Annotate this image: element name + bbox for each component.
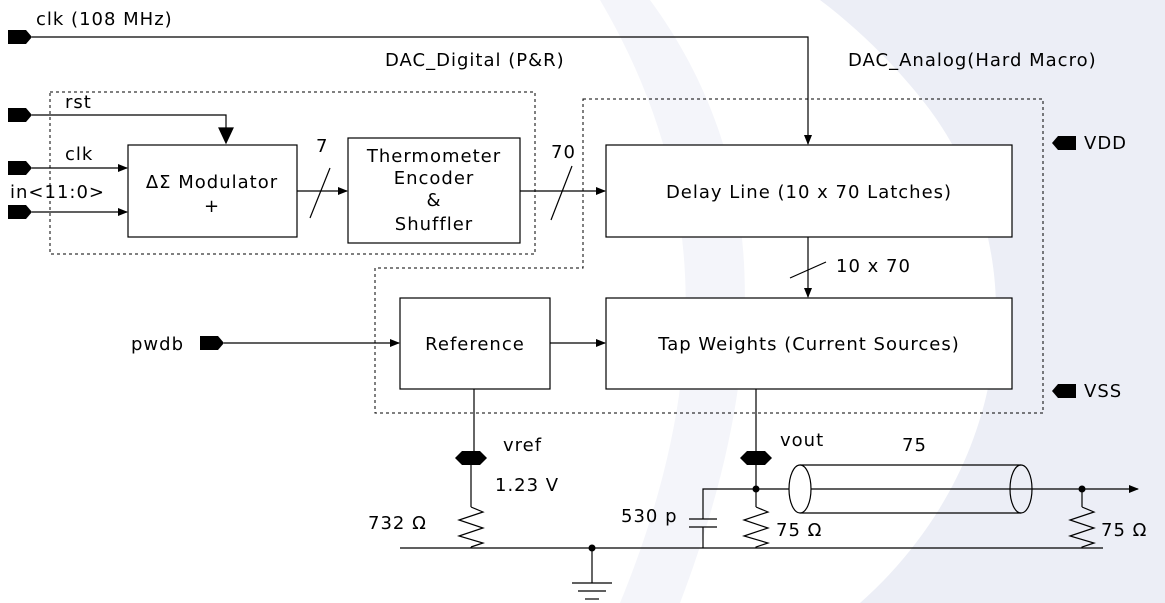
clk-main-label: clk (108 MHz) xyxy=(36,9,173,30)
transmission-line xyxy=(788,464,1033,514)
line-impedance-label: 75 xyxy=(902,435,927,456)
vref-label: vref xyxy=(503,435,542,456)
r-load-label: 75 Ω xyxy=(1101,520,1147,541)
delay-line-block xyxy=(605,144,1013,238)
dac-analog-region xyxy=(374,98,1044,414)
delay-line-label: Delay Line (10 x 70 Latches) xyxy=(666,182,952,203)
dac-digital-label: DAC_Digital (P&R) xyxy=(385,50,565,71)
thermometer-encoder-block xyxy=(347,137,521,244)
modulator-plus: + xyxy=(204,196,220,217)
reference-label: Reference xyxy=(425,334,525,355)
pin-pwdb[interactable] xyxy=(200,336,224,350)
pwdb-label: pwdb xyxy=(131,334,184,355)
pin-vss[interactable] xyxy=(1052,384,1076,398)
pin-vdd[interactable] xyxy=(1052,136,1076,150)
pin-vref[interactable] xyxy=(455,451,487,465)
modulator-label: ΔΣ Modulator xyxy=(146,172,278,193)
r-ref-label: 732 Ω xyxy=(368,513,427,534)
vss-label: VSS xyxy=(1084,381,1122,402)
vout-label: vout xyxy=(780,430,824,451)
reference-block xyxy=(399,297,551,390)
r-src-label: 75 Ω xyxy=(776,520,822,541)
junction-dots xyxy=(588,485,1086,552)
thermo-label-4: Shuffler xyxy=(395,214,473,235)
rst-label: rst xyxy=(65,92,92,113)
pin-clk-main[interactable] xyxy=(8,30,32,44)
bus70-label: 70 xyxy=(551,142,576,163)
thermo-label-3: & xyxy=(426,190,441,211)
cap-label: 530 p xyxy=(621,506,678,527)
pin-clk[interactable] xyxy=(8,161,32,175)
dac-digital-region xyxy=(49,91,536,255)
tap-weights-block xyxy=(605,297,1013,390)
tap-weights-label: Tap Weights (Current Sources) xyxy=(657,334,960,355)
thermo-label-1: Thermometer xyxy=(366,146,501,167)
pin-vout[interactable] xyxy=(740,451,772,465)
thermo-label-2: Encoder xyxy=(394,168,475,189)
pin-in-bus[interactable] xyxy=(8,205,32,219)
in-bus-label: in<11:0> xyxy=(10,182,105,203)
vdd-label: VDD xyxy=(1084,133,1127,154)
dac-analog-label: DAC_Analog(Hard Macro) xyxy=(848,50,1097,71)
clk-label: clk xyxy=(65,144,93,165)
wires xyxy=(32,36,1139,600)
pin-rst[interactable] xyxy=(8,108,32,122)
vref-value-label: 1.23 V xyxy=(495,475,559,496)
bus10x70-label: 10 x 70 xyxy=(836,256,911,277)
bus7-label: 7 xyxy=(316,136,328,157)
